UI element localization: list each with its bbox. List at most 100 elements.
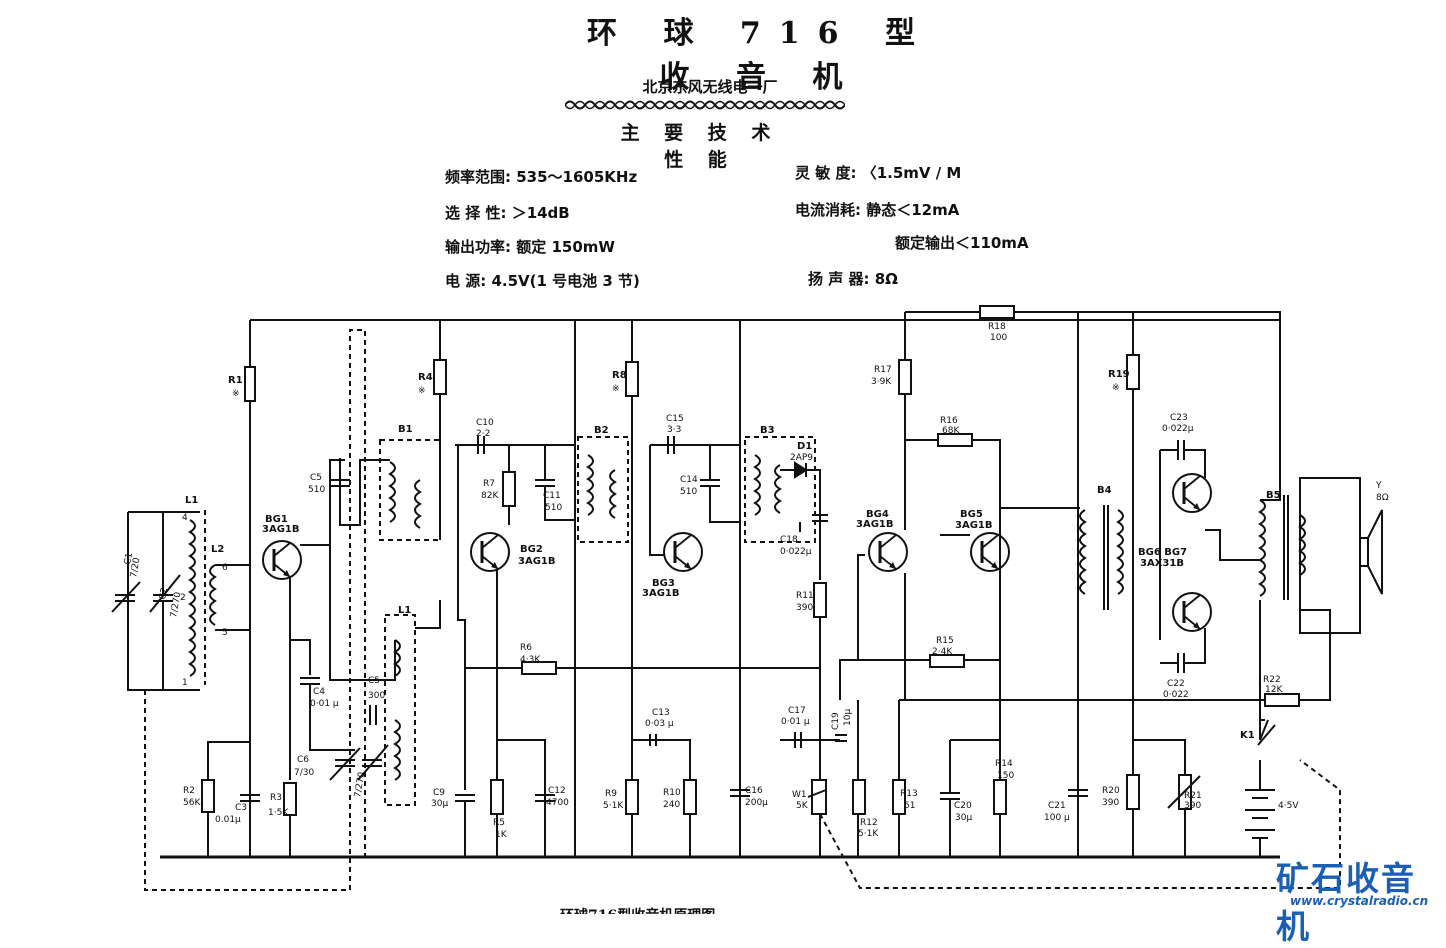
label-R12: R12 [860, 818, 878, 828]
label-pin1: 1 [182, 678, 188, 688]
transistor-BG6 [1171, 472, 1213, 514]
label-R14: R14 [995, 759, 1013, 769]
label-L2: L2 [211, 544, 224, 555]
figure-caption: 环球716型收音机原理图 [560, 908, 716, 924]
label-Yv: 8Ω [1376, 493, 1389, 503]
output-stage [1068, 312, 1383, 857]
bg3-stage [649, 320, 750, 857]
spec-current-value: 静态＜12mA [866, 201, 960, 219]
spec-sensitivity: 灵 敏 度: 〈1.5mV / M [795, 162, 961, 183]
label-R4-star: ※ [418, 386, 426, 396]
label-BG1: BG1 [265, 514, 288, 525]
label-BG1t: 3AG1B [262, 524, 300, 535]
label-BG5t: 3AG1B [955, 520, 993, 531]
label-R9: R9 [605, 789, 617, 799]
label-BG4: BG4 [866, 509, 889, 520]
label-C13v: 0·03 μ [645, 719, 674, 729]
label-pin4: 4 [182, 513, 188, 523]
label-R4: R4 [418, 372, 433, 383]
label-R6v: 4·3K [520, 655, 541, 665]
label-C4v: 0·01 μ [310, 699, 339, 709]
label-pin5: 5 [222, 628, 228, 638]
spec-speaker-value: 8Ω [874, 270, 898, 288]
label-C11v: 510 [545, 503, 562, 513]
transistor-BG5 [969, 531, 1011, 573]
label-R10v: 240 [663, 800, 680, 810]
if-transformer-B3 [744, 436, 847, 857]
label-C21v: 100 μ [1044, 813, 1070, 823]
label-BG67t: 3AX31B [1140, 558, 1184, 569]
label-B1: B1 [398, 424, 413, 435]
label-C4: C4 [313, 687, 325, 697]
label-R7: R7 [483, 479, 495, 489]
label-R15: R15 [936, 636, 954, 646]
label-R19-star: ※ [1112, 383, 1120, 393]
spec-sensitivity-value: 〈1.5mV / M [861, 164, 962, 182]
label-R16: R16 [940, 416, 958, 426]
label-BG5: BG5 [960, 509, 983, 520]
label-BG3: BG3 [652, 578, 675, 589]
label-C18v: 0·022μ [780, 547, 812, 557]
label-C3: C3 [235, 803, 247, 813]
label-C14v: 510 [680, 487, 697, 497]
label-R2v: 56K [183, 798, 201, 808]
label-C13: C13 [652, 708, 670, 718]
label-C17: C17 [788, 706, 806, 716]
if-transformer-B2 [577, 320, 697, 857]
label-R15v: 2·4K [932, 647, 953, 657]
label-W1v: 5K [796, 801, 809, 811]
label-R22: R22 [1263, 675, 1281, 685]
label-C5: C5 [310, 473, 322, 483]
spec-power-label: 输出功率: [445, 238, 511, 256]
if-transformer-B1 [330, 320, 447, 541]
label-C10v: 2·2 [476, 429, 490, 439]
label-R21: R21 [1184, 791, 1202, 801]
label-R9v: 5·1K [603, 801, 624, 811]
label-C22v: 0·022 [1163, 690, 1189, 700]
label-R21v: 390 [1184, 801, 1201, 811]
label-R17: R17 [874, 365, 892, 375]
label-R12v: 5·1K [858, 829, 879, 839]
label-C5b: C5 [368, 676, 380, 686]
input-section [111, 329, 366, 891]
label-C23v: 0·022μ [1162, 424, 1194, 434]
label-D1: D1 [797, 441, 812, 452]
label-C12v: 4700 [546, 798, 569, 808]
label-R13: R13 [900, 789, 918, 799]
spec-supply-value: 4.5V(1 号电池 3 节) [491, 272, 640, 290]
label-C7v: 7/270 [353, 771, 367, 799]
spec-frequency-value: 535～1605KHz [516, 168, 638, 186]
label-C19: C19 [831, 712, 841, 730]
transistor-BG7 [1171, 591, 1213, 633]
label-BG4t: 3AG1B [856, 519, 894, 530]
label-C22: C22 [1167, 679, 1185, 689]
label-C15: C15 [666, 414, 684, 424]
label-C1: C1 [123, 552, 135, 566]
spec-heading: 主 要 技 术 性 能 [620, 122, 780, 171]
label-C23: C23 [1170, 413, 1188, 423]
page-title: 环 球 716 型 收 音 机 [587, 16, 933, 95]
circuit-schematic: L1 L2 4 2 1 6 5 C1 7/20 C2 7/270 BG1 3AG… [111, 305, 1389, 891]
title-ornament [565, 100, 845, 110]
label-R10: R10 [663, 788, 681, 798]
spec-sensitivity-label: 灵 敏 度: [795, 164, 857, 182]
label-C12: C12 [548, 786, 566, 796]
transistor-BG3 [662, 531, 704, 573]
switch-link [819, 759, 1341, 889]
label-R11v: 390 [796, 603, 813, 613]
spec-frequency-label: 频率范围: [445, 168, 511, 186]
label-R18v: 100 [990, 333, 1007, 343]
label-battery: 4·5V [1278, 801, 1299, 811]
label-R3: R3 [270, 793, 282, 803]
label-C1v: 7/20 [129, 557, 142, 579]
label-R6: R6 [520, 643, 532, 653]
label-R20v: 390 [1102, 798, 1119, 808]
label-B3: B3 [760, 425, 775, 436]
label-L1-ant: L1 [185, 495, 198, 506]
label-C2: C2 [158, 587, 170, 601]
transistor-BG2 [469, 531, 511, 573]
label-R14v: 150 [997, 771, 1014, 781]
label-R18: R18 [988, 322, 1006, 332]
spec-selectivity-label: 选 择 性: [445, 204, 507, 222]
label-BG67: BG6 BG7 [1138, 547, 1187, 558]
